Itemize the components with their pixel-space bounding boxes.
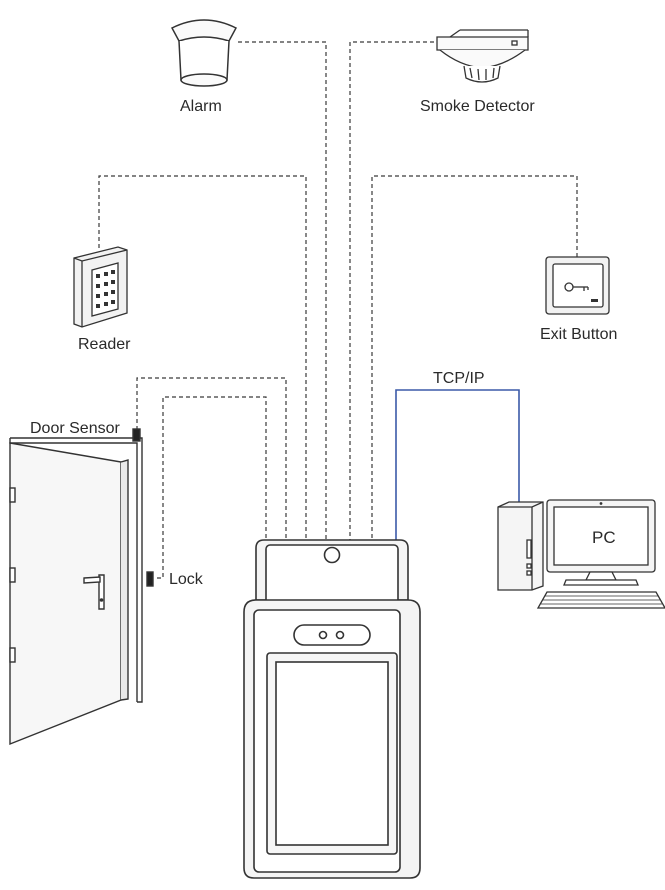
exit-button-wire xyxy=(371,175,578,540)
alarm-wire xyxy=(238,41,327,540)
exit-button-label: Exit Button xyxy=(540,326,618,343)
door-sensor-wire xyxy=(136,377,287,540)
alarm-label: Alarm xyxy=(180,98,222,115)
tcp-ip-link xyxy=(395,389,520,540)
reader-wire xyxy=(98,175,307,540)
smoke-detector-icon xyxy=(436,29,529,83)
wiring-lines xyxy=(98,41,578,579)
smoke-detector-label: Smoke Detector xyxy=(420,98,535,115)
door-icon xyxy=(9,428,154,746)
smoke-detector-wire xyxy=(349,41,434,540)
exit-button-icon xyxy=(545,256,610,315)
lock-label: Lock xyxy=(169,571,203,588)
alarm-icon xyxy=(170,19,238,87)
pc-label: PC xyxy=(592,528,616,547)
terminal-device-icon xyxy=(243,539,421,879)
door-sensor-label: Door Sensor xyxy=(30,420,120,437)
card-reader-icon xyxy=(73,246,128,328)
reader-label: Reader xyxy=(78,336,131,353)
lock-wire xyxy=(157,396,267,579)
computer-icon xyxy=(497,499,665,609)
tcp-ip-label: TCP/IP xyxy=(433,370,485,387)
